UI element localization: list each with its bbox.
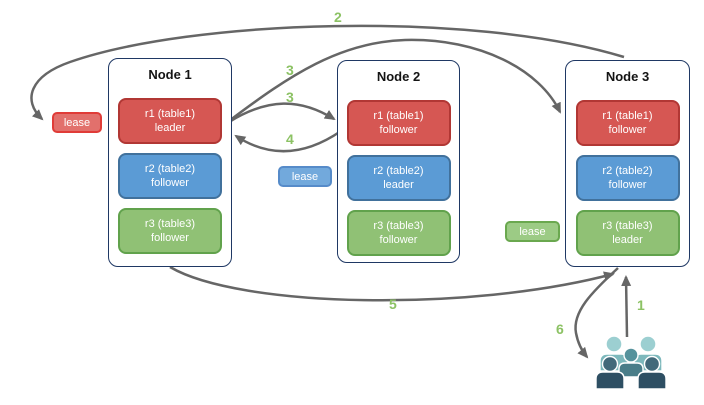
node-3-title: Node 3	[605, 69, 650, 84]
replica-label: r2 (table2)	[373, 164, 424, 177]
lease-badge-r1: lease	[52, 112, 102, 133]
replica-label: r1 (table1)	[602, 109, 653, 122]
replica-label: r3 (table3)	[144, 217, 196, 230]
arrow-step-1-users-to-node3	[621, 275, 632, 338]
replica-label: r2 (table2)	[602, 164, 653, 177]
replica-role: leader	[612, 234, 643, 246]
node-2-replica-r1: r1 (table1) follower	[346, 100, 451, 146]
users-icon	[596, 335, 666, 390]
replica-role: follower	[151, 177, 189, 189]
node-1-replica-r3: r3 (table3) follower	[118, 208, 222, 254]
node-2-replica-r2: r2 (table2) leader	[346, 155, 451, 201]
node-1-replica-r1: r1 (table1) leader	[118, 98, 222, 144]
node-3-replica-r2: r2 (table2) follower	[575, 155, 680, 201]
lease-label: lease	[519, 225, 546, 238]
lease-label: lease	[63, 116, 91, 129]
replica-label: r3 (table3)	[602, 219, 653, 232]
node-2-replica-r3: r3 (table3) follower	[346, 210, 451, 256]
node-1-replica-r2: r2 (table2) follower	[118, 153, 222, 199]
replica-label: r2 (table2)	[144, 162, 196, 175]
step-label-6: 6	[556, 321, 564, 337]
replica-label: r1 (table1)	[373, 109, 424, 122]
arrow-step-3-node1-to-node2	[228, 102, 336, 124]
replica-label: r3 (table3)	[373, 219, 424, 232]
step-label-3b: 3	[286, 89, 294, 105]
node-3-replica-r1: r1 (table1) follower	[575, 100, 680, 146]
step-label-2: 2	[334, 9, 342, 25]
step-label-3a: 3	[286, 62, 294, 78]
lease-label: lease	[291, 170, 319, 183]
step-label-5: 5	[389, 296, 397, 312]
lease-badge-r3: lease	[505, 221, 560, 242]
step-label-4: 4	[286, 131, 294, 147]
node-1-title: Node 1	[148, 67, 192, 82]
replica-role: follower	[608, 179, 647, 191]
replica-label: r1 (table1)	[144, 107, 196, 120]
replica-role: follower	[151, 232, 189, 244]
lease-badge-r2: lease	[278, 166, 332, 187]
replica-role: leader	[154, 122, 186, 134]
node-3: Node 3 r1 (table1) follower r2 (table2) …	[565, 60, 690, 267]
replica-role: leader	[383, 179, 414, 191]
step-label-1: 1	[637, 297, 645, 313]
replica-role: follower	[379, 124, 418, 136]
replica-role: follower	[608, 124, 647, 136]
node-2-title: Node 2	[376, 69, 421, 84]
node-1: Node 1 r1 (table1) leader r2 (table2) fo…	[108, 58, 232, 267]
replica-role: follower	[379, 234, 418, 246]
node-2: Node 2 r1 (table1) follower r2 (table2) …	[337, 60, 460, 263]
node-3-replica-r3: r3 (table3) leader	[575, 210, 680, 256]
